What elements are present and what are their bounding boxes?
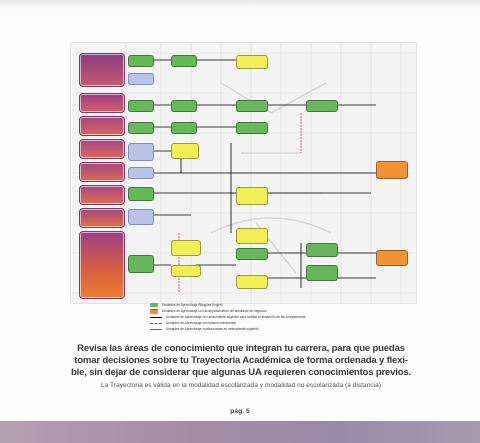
legend-item-bilingual: Unidades de Aprendizaje Bilingües (inglé… bbox=[150, 302, 320, 308]
node-g2 bbox=[171, 55, 197, 67]
area-column-6 bbox=[79, 185, 125, 205]
page-number: pág. 5 bbox=[230, 408, 250, 415]
legend-orange-swatch bbox=[150, 308, 158, 314]
area-column-7 bbox=[79, 208, 125, 228]
top-fade bbox=[0, 0, 480, 10]
headline-line-1: Revisa las áreas de conocimiento que int… bbox=[77, 343, 405, 354]
legend: Unidades de Aprendizaje Bilingües (inglé… bbox=[150, 302, 320, 338]
trajectory-diagram bbox=[70, 42, 417, 304]
node-g7 bbox=[128, 122, 154, 134]
subline: La Trayectoria es válida en la modalidad… bbox=[100, 382, 382, 389]
node-y2 bbox=[171, 143, 199, 159]
legend-gray-line bbox=[150, 328, 162, 330]
legend-item-label: Unidades de Aprendizaje con antecedente … bbox=[166, 315, 306, 319]
node-o1 bbox=[376, 161, 408, 179]
legend-green-swatch bbox=[150, 303, 158, 307]
node-g1 bbox=[128, 55, 154, 67]
legend-item-conditioned: Unidades de Aprendizaje condicionadas en… bbox=[150, 326, 320, 332]
legend-solid-line bbox=[150, 316, 162, 318]
node-g8 bbox=[171, 122, 197, 134]
legend-item-simulator: Unidades de Aprendizaje con acompañamien… bbox=[150, 308, 320, 314]
legend-item-label: Unidades de Aprendizaje condicionadas en… bbox=[166, 327, 259, 331]
area-column-8 bbox=[79, 231, 125, 299]
legend-item-label: Unidades de Aprendizaje con acompañamien… bbox=[162, 309, 267, 313]
node-y3 bbox=[236, 187, 268, 205]
node-b3 bbox=[128, 167, 154, 179]
area-column-1 bbox=[79, 53, 125, 87]
node-y7 bbox=[236, 275, 268, 289]
node-y6 bbox=[236, 228, 268, 244]
headline-line-2: tomar decisiones sobre tu Trayectoria Ac… bbox=[74, 355, 408, 366]
node-b2 bbox=[128, 143, 154, 161]
headline: Revisa las áreas de conocimiento que int… bbox=[66, 343, 416, 379]
node-g13 bbox=[306, 243, 338, 257]
bottom-band bbox=[0, 421, 480, 443]
node-o2 bbox=[376, 250, 408, 266]
node-g4 bbox=[171, 100, 197, 112]
node-y4 bbox=[171, 240, 201, 256]
node-g5 bbox=[236, 100, 268, 112]
legend-item-label: Unidades de Aprendizaje Bilingües (inglé… bbox=[162, 303, 223, 307]
node-g3 bbox=[128, 100, 154, 112]
area-column-4 bbox=[79, 139, 125, 159]
node-g14 bbox=[306, 265, 338, 281]
node-g9 bbox=[236, 122, 268, 134]
node-y1 bbox=[236, 55, 268, 69]
area-column-3 bbox=[79, 116, 125, 136]
area-column-5 bbox=[79, 162, 125, 182]
node-b4 bbox=[128, 209, 154, 225]
node-g6 bbox=[306, 100, 338, 112]
legend-item-label: Unidades de Aprendizaje con relación tra… bbox=[166, 321, 236, 325]
node-g10 bbox=[128, 187, 154, 201]
node-y5 bbox=[171, 265, 201, 277]
legend-item-suggested: Unidades de Aprendizaje con antecedente … bbox=[150, 314, 320, 320]
area-column-2 bbox=[79, 93, 125, 113]
node-b1 bbox=[128, 73, 154, 85]
headline-line-3: ble, sin dejar de considerar que algunas… bbox=[70, 367, 412, 378]
legend-item-transversal: Unidades de Aprendizaje con relación tra… bbox=[150, 320, 320, 326]
node-g12 bbox=[236, 248, 268, 260]
legend-dashed-line bbox=[150, 322, 162, 324]
node-g11 bbox=[128, 255, 154, 273]
